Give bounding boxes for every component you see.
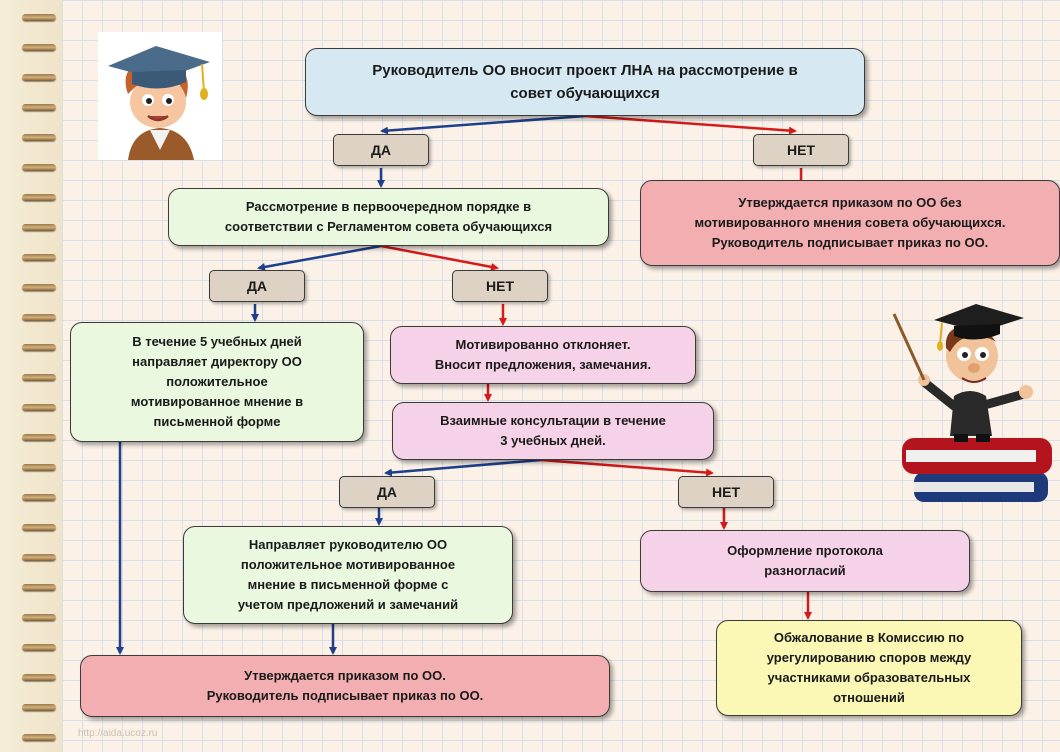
spiral-ring (22, 314, 56, 321)
spiral-ring (22, 284, 56, 291)
edge-review-yes (257, 244, 382, 271)
spiral-ring (22, 224, 56, 231)
spiral-binding (0, 0, 62, 752)
spiral-ring (22, 344, 56, 351)
node-approve-final: Утверждается приказом по ОО. Руководител… (80, 655, 610, 717)
student-graduate-icon (98, 32, 222, 160)
node-review: Рассмотрение в первоочередном порядке в … (168, 188, 609, 246)
spiral-ring (22, 704, 56, 711)
node-positive-5days: В течение 5 учебных дней направляет дире… (70, 322, 364, 442)
label-no-2: НЕТ (452, 270, 548, 302)
edge-start-no (584, 114, 797, 135)
spiral-ring (22, 44, 56, 51)
node-appeal-text: Обжалование в Комиссию по урегулированию… (766, 630, 972, 705)
spiral-ring (22, 14, 56, 21)
spiral-ring (22, 494, 56, 501)
spiral-ring (22, 374, 56, 381)
spiral-ring (22, 254, 56, 261)
spiral-ring (22, 674, 56, 681)
edge-start-yes (380, 114, 586, 135)
professor-on-books-icon (884, 286, 1060, 514)
label-no-3: НЕТ (678, 476, 774, 508)
node-consult: Взаимные консультации в течение 3 учебны… (392, 402, 714, 460)
node-reject: Мотивированно отклоняет. Вносит предложе… (390, 326, 696, 384)
node-protocol-text: Оформление протокола разногласий (727, 543, 883, 578)
spiral-ring (22, 614, 56, 621)
spiral-ring (22, 584, 56, 591)
spiral-ring (22, 104, 56, 111)
spiral-ring (22, 524, 56, 531)
node-positive-with-notes-text: Направляет руководителю ОО положительное… (237, 537, 459, 612)
label-yes-1: ДА (333, 134, 429, 166)
spiral-ring (22, 644, 56, 651)
label-no-1: НЕТ (753, 134, 849, 166)
node-appeal: Обжалование в Комиссию по урегулированию… (716, 620, 1022, 716)
node-start: Руководитель ОО вносит проект ЛНА на рас… (305, 48, 865, 116)
label-yes-2: ДА (209, 270, 305, 302)
node-approve-no-opinion-text: Утверждается приказом по ОО без мотивиро… (694, 195, 1006, 250)
edge-consult-no (540, 458, 714, 477)
spiral-ring (22, 74, 56, 81)
edge-review-no (380, 244, 499, 271)
edge-consult-yes (384, 458, 542, 477)
watermark: http://aida.ucoz.ru (78, 728, 158, 739)
node-approve-final-text: Утверждается приказом по ОО. Руководител… (206, 668, 484, 703)
node-review-text: Рассмотрение в первоочередном порядке в … (224, 199, 553, 234)
spiral-ring (22, 554, 56, 561)
node-positive-with-notes: Направляет руководителю ОО положительное… (183, 526, 513, 624)
node-positive-5days-text: В течение 5 учебных дней направляет дире… (130, 334, 304, 429)
node-approve-no-opinion: Утверждается приказом по ОО без мотивиро… (640, 180, 1060, 266)
spiral-ring (22, 194, 56, 201)
spiral-ring (22, 734, 56, 741)
node-reject-text: Мотивированно отклоняет. Вносит предложе… (434, 337, 652, 372)
node-protocol: Оформление протокола разногласий (640, 530, 970, 592)
spiral-ring (22, 134, 56, 141)
spiral-ring (22, 434, 56, 441)
spiral-ring (22, 404, 56, 411)
node-consult-text: Взаимные консультации в течение 3 учебны… (440, 413, 666, 448)
label-yes-3: ДА (339, 476, 435, 508)
node-start-text: Руководитель ОО вносит проект ЛНА на рас… (372, 62, 798, 102)
spiral-ring (22, 164, 56, 171)
spiral-ring (22, 464, 56, 471)
